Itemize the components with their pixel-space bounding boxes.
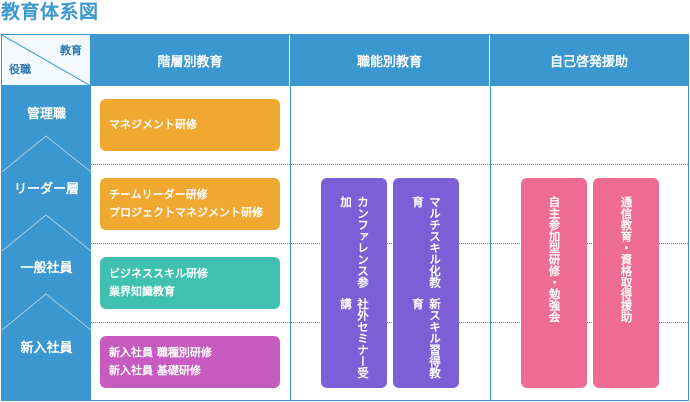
training-box-management: マネジメント研修 (100, 99, 280, 151)
row-divider (91, 164, 688, 165)
functional-box-text: マルチスキル化教育 (411, 196, 442, 288)
training-box-text: 業界知識教育 (109, 285, 175, 298)
row-divider (91, 243, 688, 244)
training-box-text: 新入社員 基礎研修 (109, 364, 201, 377)
training-box-text: ビジネススキル研修 (109, 267, 208, 280)
column-header-hierarchy: 階層別教育 (91, 35, 290, 86)
training-box-new-employee: 新入社員 職種別研修 新入社員 基礎研修 (100, 336, 280, 388)
corner-diagonal-line (2, 35, 90, 85)
corner-label-position: 役職 (9, 63, 31, 76)
role-label-leader: リーダー層 (13, 182, 79, 197)
training-box-text: チームリーダー研修 (109, 188, 208, 201)
row-divider (91, 322, 688, 323)
training-box-text: 新入社員 職種別研修 (109, 346, 212, 359)
training-box-general-staff: ビジネススキル研修 業界知識教育 (100, 257, 280, 309)
training-box-text: マネジメント研修 (109, 118, 197, 131)
training-box-leader: チームリーダー研修 プロジェクトマネジメント研修 (100, 178, 280, 230)
corner-label-education: 教育 (60, 44, 82, 57)
role-column: 管理職 リーダー層 一般社員 新入社員 (2, 86, 91, 400)
functional-box-text: 新スキル習得教育 (411, 297, 442, 379)
role-label-new-employee: 新入社員 (20, 341, 73, 356)
functional-box-text: カンファレンス参加 (339, 196, 370, 288)
education-system-diagram: 教育 役職 階層別教育 職能別教育 自己啓発援助 管理職 リーダー層 一般社員 … (1, 34, 689, 401)
functional-box-multiskill: マルチスキル化教育 新スキル習得教育 (393, 178, 459, 388)
column-header-self-development: 自己啓発援助 (490, 35, 688, 86)
self-dev-box-study-group: 自主参加型研修・勉強会 (521, 178, 587, 388)
functional-box-conference: カンファレンス参加 社外セミナー受講 (321, 178, 387, 388)
role-label-general-staff: 一般社員 (20, 261, 73, 276)
functional-box-text: 社外セミナー受講 (339, 297, 370, 379)
self-dev-box-text: 自主参加型研修・勉強会 (547, 196, 562, 323)
column-header-functional: 職能別教育 (290, 35, 490, 86)
training-box-text: プロジェクトマネジメント研修 (109, 206, 263, 219)
role-chevron-separators (2, 135, 91, 331)
role-label-manager: 管理職 (26, 107, 66, 122)
header-corner-cell: 教育 役職 (2, 35, 91, 86)
self-dev-box-correspondence: 通信教育・資格取得援助 (593, 178, 659, 388)
self-dev-box-text: 通信教育・資格取得援助 (619, 196, 634, 323)
page-title: 教育体系図 (1, 1, 99, 23)
